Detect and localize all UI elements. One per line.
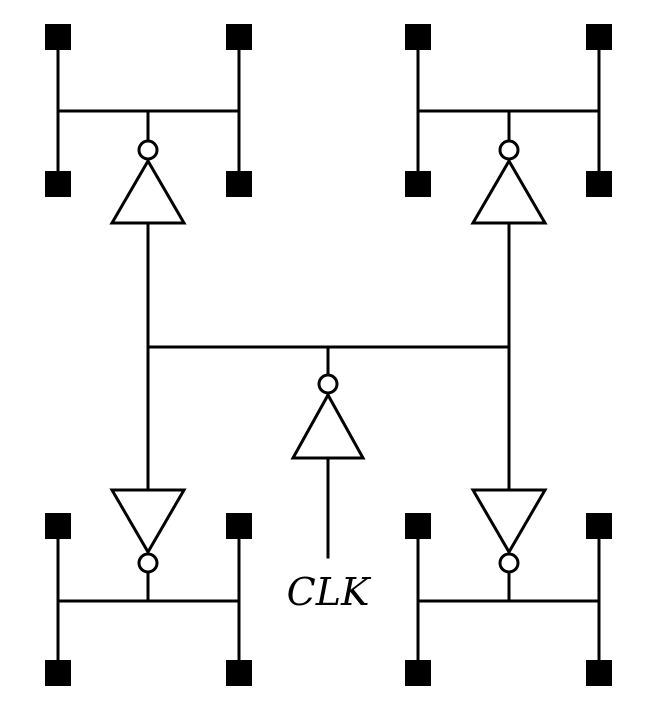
bottom-right-inversion-bubble <box>498 552 520 574</box>
sink-square <box>405 171 431 197</box>
root-buffer-group: CLK <box>287 345 372 614</box>
bottom-left-inversion-bubble <box>137 552 159 574</box>
branch-top-right <box>405 24 612 225</box>
sink-square <box>586 24 612 50</box>
sink-square <box>405 513 431 539</box>
bottom-left-inverting-buffer <box>109 488 187 555</box>
root-inversion-bubble <box>317 373 339 395</box>
sink-square <box>45 24 71 50</box>
sink-square <box>586 660 612 686</box>
root-inverting-buffer <box>290 391 366 460</box>
top-right-inverting-buffer <box>470 158 548 225</box>
sink-square <box>586 171 612 197</box>
sink-square <box>226 171 252 197</box>
sink-square <box>45 513 71 539</box>
sink-square <box>226 24 252 50</box>
top-right-inversion-bubble <box>498 139 520 161</box>
sink-square <box>226 660 252 686</box>
sink-square <box>45 171 71 197</box>
top-left-inverting-buffer <box>109 158 187 225</box>
top-left-inversion-bubble <box>137 139 159 161</box>
bottom-right-inverting-buffer <box>470 488 548 555</box>
sink-square <box>586 513 612 539</box>
sink-square <box>226 513 252 539</box>
sink-square <box>405 660 431 686</box>
sink-square <box>405 24 431 50</box>
branch-top-left <box>45 24 252 225</box>
sink-square <box>45 660 71 686</box>
branch-bottom-right <box>405 488 612 686</box>
clk-label: CLK <box>287 570 372 614</box>
branch-bottom-left <box>45 488 252 686</box>
